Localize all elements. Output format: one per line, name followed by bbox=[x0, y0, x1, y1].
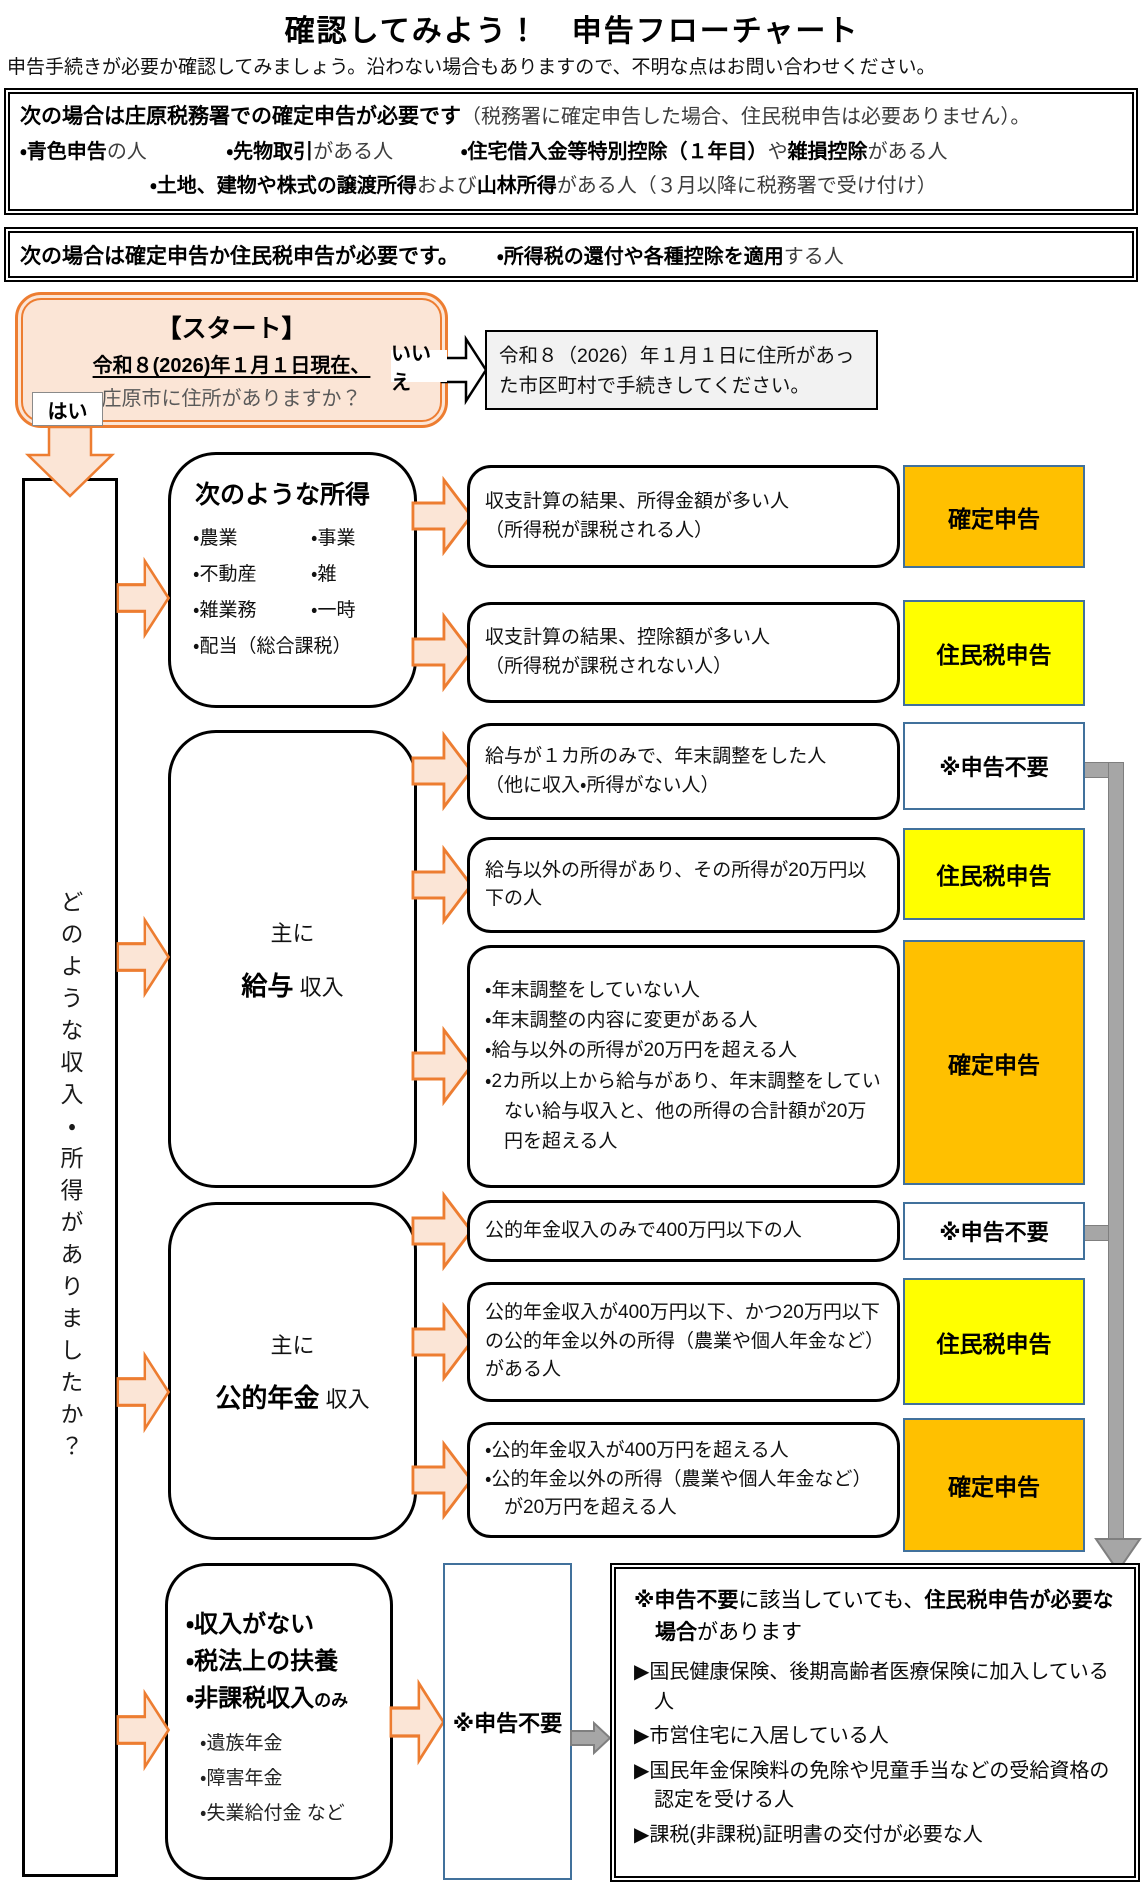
notice-tax-office-headline-bold: 次の場合は庄原税務署での確定申告が必要です bbox=[20, 105, 461, 128]
outcome-arrow-income-2-icon bbox=[411, 611, 473, 693]
section-no-income: ・収入がない ・税法上の扶養 ・非課税収入のみ ・遺族年金 ・障害年金 ・失業給… bbox=[165, 1563, 393, 1880]
start-question-line1: 令和８(2026)年１月１日現在、 bbox=[92, 355, 371, 377]
gray-connector-stub-pension bbox=[1083, 1225, 1110, 1241]
notice-item-blue-return: ・青色申告の人 bbox=[20, 140, 147, 163]
result-no-income-no-filing: ※申告不要 bbox=[443, 1563, 572, 1880]
notice-tax-office-box: 次の場合は庄原税務署での確定申告が必要です（税務署に確定申告した場合、住民税申告… bbox=[4, 88, 1138, 215]
no-income-sub-disability-pension: ・障害年金 bbox=[200, 1767, 283, 1789]
note-item-health-insurance: ▶国民健康保険、後期高齢者医療保険に加入している人 bbox=[634, 1661, 1109, 1713]
result-income-resident-tax: 住民税申告 bbox=[903, 600, 1085, 706]
result-pension-no-filing: ※申告不要 bbox=[903, 1202, 1085, 1260]
outcome-arrow-no-income-icon bbox=[389, 1678, 446, 1766]
no-income-item-dependent: ・税法上の扶養 bbox=[186, 1648, 339, 1676]
result-pension-final-return: 確定申告 bbox=[903, 1418, 1085, 1552]
no-branch-arrow-icon bbox=[440, 334, 488, 406]
page-title: 確認してみよう！ 申告フローチャート bbox=[284, 15, 860, 48]
notice-item-futures: ・先物取引がある人 bbox=[226, 140, 394, 163]
desc-salary-year-end-adjusted: 給与が１カ所のみで、年末調整をした人 （他に収入・所得がない人） bbox=[467, 723, 900, 820]
branch-arrow-pension-icon bbox=[116, 1350, 171, 1434]
page-subtitle: 申告手続きが必要か確認してみましょう。沿わない場合もありますので、不明な点はお問… bbox=[7, 57, 936, 78]
income-item-misc-work: ・雑業務 bbox=[193, 600, 257, 621]
start-question-line2: 庄原市に住所がありますか？ bbox=[101, 388, 362, 410]
no-income-sub-survivor-pension: ・遺族年金 bbox=[200, 1732, 283, 1754]
moved-municipality-result: 令和８（2026）年１月１日に住所があった市区町村で手続きしてください。 bbox=[485, 330, 878, 410]
gray-connector-stub-salary bbox=[1083, 762, 1110, 778]
income-question-bar: どのような収入・所得がありましたか？ bbox=[22, 478, 118, 1877]
income-item-realestate: ・不動産 bbox=[193, 564, 257, 585]
gray-connector-arrowhead-icon bbox=[1094, 1538, 1142, 1573]
outcome-arrow-income-1-icon bbox=[411, 475, 473, 557]
note-item-municipal-housing: ▶市営住宅に入居している人 bbox=[634, 1725, 889, 1748]
no-label: いいえ bbox=[391, 343, 447, 394]
income-item-business: ・事業 bbox=[311, 528, 356, 549]
result-income-final-return: 確定申告 bbox=[903, 465, 1085, 568]
outcome-arrow-pension-3-icon bbox=[411, 1439, 473, 1521]
outcome-arrow-salary-1-icon bbox=[411, 730, 473, 812]
desc-pension-only-under-4m: 公的年金収入のみで400万円以下の人 bbox=[467, 1200, 900, 1262]
no-income-item-none: ・収入がない bbox=[186, 1611, 315, 1638]
outcome-arrow-pension-1-icon bbox=[411, 1190, 473, 1272]
income-item-misc: ・雑 bbox=[311, 564, 337, 585]
desc-income-taxed: 収支計算の結果、所得金額が多い人 （所得税が課税される人） bbox=[467, 465, 900, 568]
notice-tax-office-headline-normal: （税務署に確定申告した場合、住民税申告は必要ありません）。 bbox=[461, 106, 1031, 128]
section-salary-main: 給与 収入 bbox=[241, 970, 344, 1001]
desc-salary-side-income-under-200k: 給与以外の所得があり、その所得が20万円以下の人 bbox=[467, 837, 900, 933]
no-income-item-nontaxable: ・非課税収入のみ bbox=[186, 1685, 349, 1713]
income-item-occasional: ・一時 bbox=[311, 600, 356, 621]
no-filing-note-box: ※申告不要に該当していても、住民税申告が必要な場合があります ▶国民健康保険、後… bbox=[610, 1563, 1140, 1882]
section-pension-pre: 主に bbox=[270, 1332, 315, 1358]
branch-arrow-income-icon bbox=[116, 556, 171, 640]
section-salary-pre: 主に bbox=[270, 920, 315, 946]
no-filing-note-arrow-icon bbox=[570, 1720, 612, 1756]
income-question-vertical-text: どのような収入・所得がありましたか？ bbox=[57, 889, 83, 1466]
yes-label: はい bbox=[32, 392, 103, 426]
note-headline: ※申告不要に該当していても、住民税申告が必要な場合があります bbox=[634, 1589, 1114, 1644]
no-income-sub-items: ・遺族年金 ・障害年金 ・失業給付金 など bbox=[186, 1726, 390, 1831]
section-income-items: ・農業 ・事業 ・不動産 ・雑 ・雑業務 ・一時 ・配当（総合課税） bbox=[171, 523, 414, 658]
note-item-pension-exemption: ▶国民年金保険料の免除や児童手当などの受給資格の認定を受ける人 bbox=[634, 1759, 1110, 1812]
outcome-arrow-salary-3-icon bbox=[411, 1025, 473, 1107]
section-salary-label: 主に 給与 収入 bbox=[171, 733, 414, 1185]
desc-pension-final-return-cases: ・公的年金収入が400万円を超える人 ・公的年金以外の所得（農業や個人年金など）… bbox=[467, 1422, 900, 1538]
yes-branch-down-arrow-icon bbox=[24, 425, 116, 498]
notice-either-headline: 次の場合は確定申告か住民税申告が必要です。 bbox=[20, 244, 459, 268]
income-item-agriculture: ・農業 bbox=[193, 528, 238, 549]
section-pension: 主に 公的年金 収入 bbox=[168, 1202, 417, 1540]
result-pension-resident-tax: 住民税申告 bbox=[903, 1278, 1085, 1405]
section-salary: 主に 給与 収入 bbox=[168, 730, 417, 1188]
desc-income-not-taxed: 収支計算の結果、控除額が多い人 （所得税が課税されない人） bbox=[467, 602, 900, 703]
section-income-title: 次のような所得 bbox=[195, 481, 371, 509]
section-income-types: 次のような所得 ・農業 ・事業 ・不動産 ・雑 ・雑業務 ・一時 ・配当（総合課… bbox=[168, 452, 417, 708]
section-pension-label: 主に 公的年金 収入 bbox=[171, 1205, 414, 1537]
gray-connector-bar bbox=[1108, 762, 1124, 1540]
no-income-sub-unemployment: ・失業給付金 など bbox=[200, 1802, 345, 1824]
start-title: 【スタート】 bbox=[156, 315, 307, 343]
result-salary-resident-tax: 住民税申告 bbox=[903, 828, 1085, 920]
outcome-arrow-salary-2-icon bbox=[411, 844, 473, 926]
section-pension-main: 公的年金 収入 bbox=[215, 1382, 370, 1413]
result-salary-final-return: 確定申告 bbox=[903, 940, 1085, 1185]
notice-either-item: ・所得税の還付や各種控除を適用する人 bbox=[496, 246, 844, 268]
result-salary-no-filing: ※申告不要 bbox=[903, 722, 1085, 810]
notice-either-box: 次の場合は確定申告か住民税申告が必要です。 ・所得税の還付や各種控除を適用する人 bbox=[4, 227, 1138, 282]
notice-tax-office-headline: 次の場合は庄原税務署での確定申告が必要です（税務署に確定申告した場合、住民税申告… bbox=[20, 99, 1122, 135]
income-item-dividend: ・配当（総合課税） bbox=[193, 636, 352, 657]
branch-arrow-salary-icon bbox=[116, 915, 171, 999]
notice-item-land-forest: ・土地、建物や株式の譲渡所得および山林所得がある人（３月以降に税務署で受け付け） bbox=[150, 174, 937, 197]
notice-item-housing-loan: ・住宅借入金等特別控除（１年目）や雑損控除がある人 bbox=[460, 140, 948, 163]
desc-salary-final-return-cases: ・年末調整をしていない人 ・年末調整の内容に変更がある人 ・給与以外の所得が20… bbox=[467, 945, 900, 1188]
section-no-income-content: ・収入がない ・税法上の扶養 ・非課税収入のみ ・遺族年金 ・障害年金 ・失業給… bbox=[168, 1566, 390, 1831]
outcome-arrow-pension-2-icon bbox=[411, 1301, 473, 1383]
desc-pension-side-income-under-200k: 公的年金収入が400万円以下、かつ20万円以下の公的年金以外の所得（農業や個人年… bbox=[467, 1282, 900, 1402]
notice-tax-office-items-row: ・青色申告の人 ・先物取引がある人 ・住宅借入金等特別控除（１年目）や雑損控除が… bbox=[20, 135, 1122, 169]
branch-arrow-no-income-icon bbox=[116, 1688, 171, 1772]
note-item-tax-certificate: ▶課税(非課税)証明書の交付が必要な人 bbox=[634, 1823, 983, 1846]
